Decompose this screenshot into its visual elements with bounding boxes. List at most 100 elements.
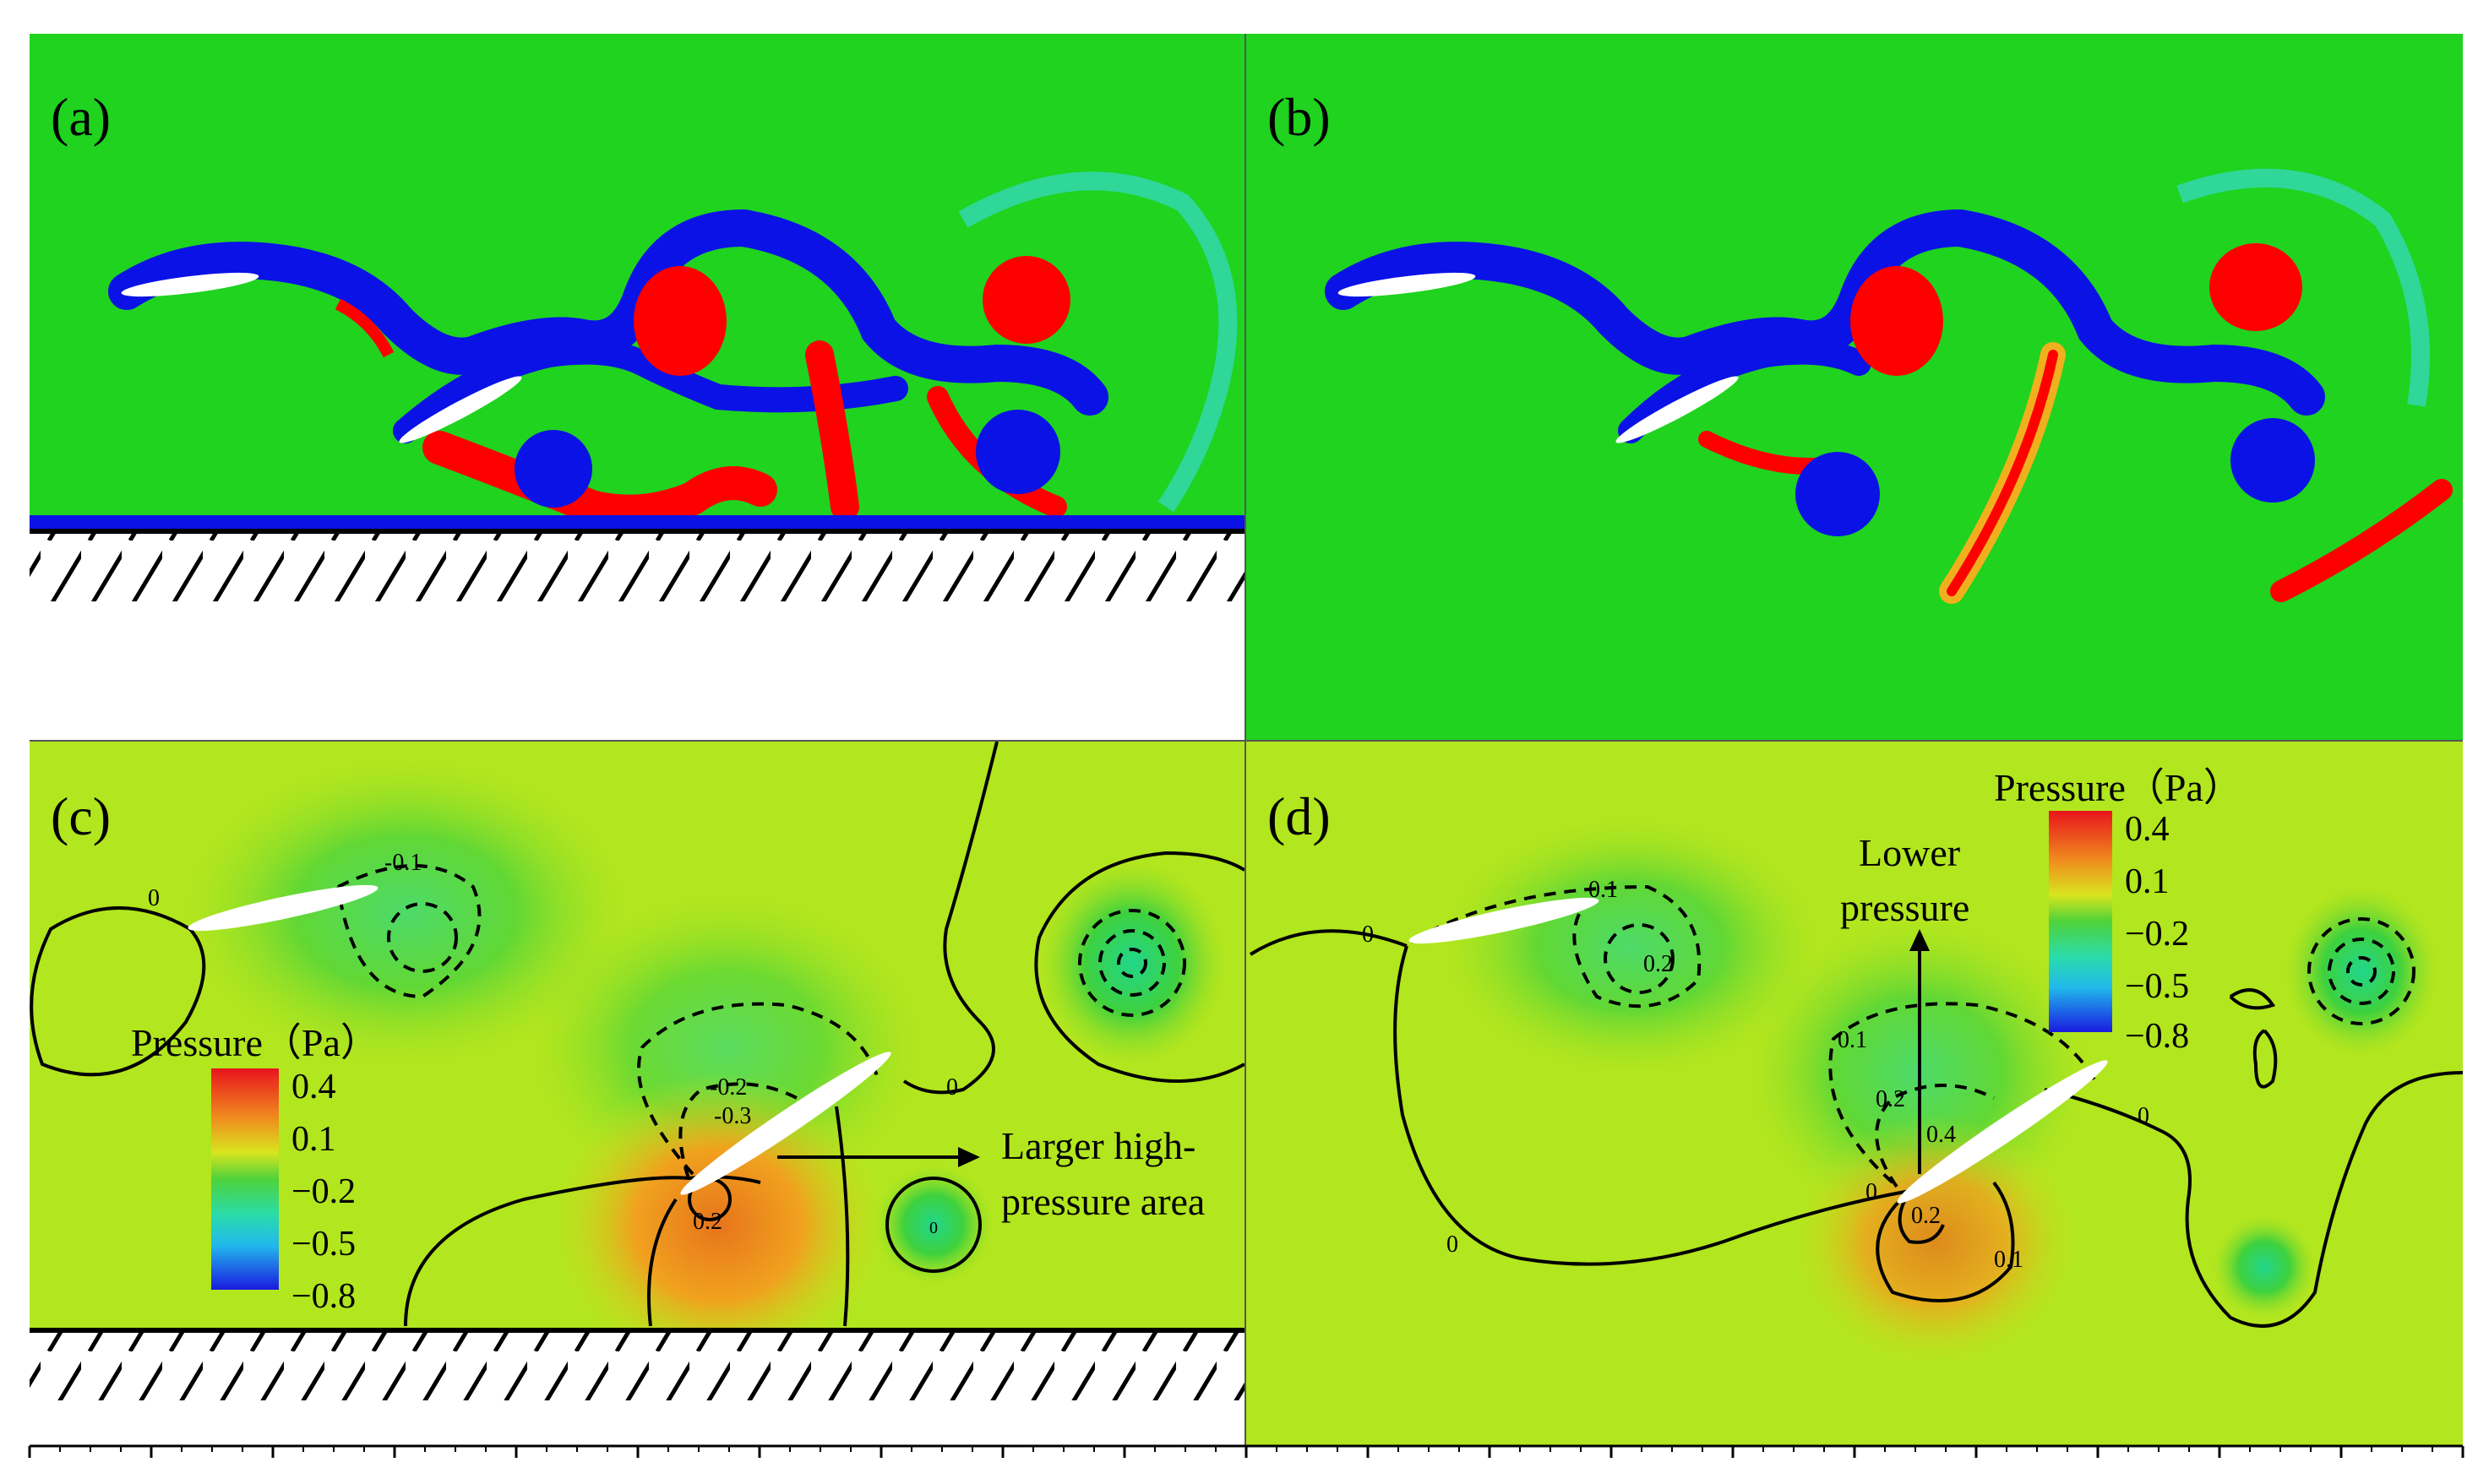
panel-c-colorbar-gradient <box>211 1068 279 1290</box>
panel-c-green-vortex-low <box>874 1166 993 1284</box>
panel-d: 0.1 0.2 0.1 0.2 0.4 0 0.2 0.1 0 0 0 Lowe… <box>1246 742 2464 1446</box>
panel-b-blue-vortex-1 <box>1795 452 1880 536</box>
panel-c-contour-dashed-right-2 <box>1098 929 1166 997</box>
panel-a-foil-upper <box>121 272 259 297</box>
panel-c-colorbar-tick-4: −0.5 <box>291 1225 356 1264</box>
panel-c-contour-label-6: 0.2 <box>693 1209 722 1235</box>
panel-d-green-vortex-right <box>2285 887 2437 1056</box>
panel-d-contour-label-6: 0 <box>1865 1179 1877 1205</box>
panel-d-annotation-line2: pressure <box>1840 886 1969 929</box>
panel-a-wall-boundary-layer <box>30 515 1244 529</box>
panel-b-upper-shear-layer <box>1325 209 2325 416</box>
panel-c-contour-dashed-right-3 <box>1117 948 1147 978</box>
panel-c-foil-upper <box>188 884 379 932</box>
panel-c-contour-label-4: -0.2 <box>710 1074 747 1101</box>
panel-d-contour-label-8: 0.1 <box>1994 1247 2023 1273</box>
panel-c-colorbar-tick-5: −0.8 <box>291 1277 356 1316</box>
panel-b-blue-vortex-2 <box>2230 418 2315 503</box>
bottom-ruler <box>28 1444 2464 1458</box>
panel-d-colorbar-tick-3: −0.2 <box>2125 915 2189 954</box>
panel-c-annotation-line2: pressure area <box>1001 1180 1205 1223</box>
panel-d-contour-zero-left <box>1249 929 1408 956</box>
panel-c-high-pressure-area <box>549 1073 887 1377</box>
panel-a-lower-shear-layer <box>393 339 908 443</box>
panel-b-red-edge <box>2270 479 2453 602</box>
panel-d-contour-label-10: 0 <box>2138 1103 2149 1129</box>
panel-d-colorbar-tick-2: 0.1 <box>2125 862 2170 901</box>
panel-c-colorbar-tick-1: 0.4 <box>291 1068 336 1106</box>
panel-d-contour-dashed-upper <box>1409 884 1702 1008</box>
panel-a-red-trailing <box>335 298 395 358</box>
panel-c-annotation-arrowhead <box>958 1147 980 1167</box>
panel-d-contour-label-1: 0.1 <box>1588 877 1618 903</box>
panel-b-foil-lower <box>1615 376 1739 443</box>
panel-a-foil-lower <box>399 376 522 443</box>
panel-c-contour-label-3: 0 <box>946 1074 958 1101</box>
panel-d-contour-hp-inner <box>1898 1199 1945 1244</box>
panel-c-foil-lower <box>680 1052 891 1195</box>
panel-d-contour-label-2: 0.2 <box>1643 951 1673 977</box>
panel-c-colorbar-tick-3: −0.2 <box>291 1172 356 1211</box>
panel-c-green-halo-upper <box>186 760 625 1064</box>
panel-c: 0 -0.1 0 -0.2 -0.3 0.2 0 Larger high- pr… <box>30 741 1246 1446</box>
panel-b-foil-upper <box>1337 272 1476 297</box>
panel-c-colorbar: Pressure（Pa） 0.4 0.1 −0.2 −0.5 −0.8 <box>131 1021 379 1316</box>
panel-d-contour-dashed-core <box>1604 923 1675 994</box>
panel-d-contour-label-3: 0.1 <box>1838 1027 1867 1053</box>
panel-d-colorbar-tick-4: −0.5 <box>2125 967 2189 1006</box>
panel-d-foil-upper <box>1408 897 1599 944</box>
panel-d-green-halo-upper <box>1445 819 1816 1073</box>
panel-c-label: (c) <box>51 786 111 846</box>
panel-d-contour-label-5: 0.4 <box>1926 1122 1956 1148</box>
panel-d-annotation-line1: Lower <box>1859 831 1960 874</box>
panel-d-high-pressure-area <box>1791 1115 2078 1368</box>
panel-d-colorbar-tick-5: −0.8 <box>2125 1017 2189 1056</box>
panel-c-annotation-line1: Larger high- <box>1001 1124 1195 1167</box>
panel-c-contour-label-7: 0 <box>929 1219 938 1237</box>
panel-a-wall-hatch <box>30 534 1244 601</box>
panel-d-green-vortex-low <box>2214 1216 2315 1318</box>
panel-d-colorbar-tick-1: 0.4 <box>2125 810 2170 849</box>
panel-d-contour-zero-main <box>1393 945 1910 1266</box>
panel-d-contour-small-blob <box>2229 988 2276 1010</box>
panel-d-contour-label-11: 0 <box>1362 921 1374 948</box>
panel-b-lower-shear-layer <box>1618 339 1871 443</box>
panel-d-contour-label-4: 0.2 <box>1876 1086 1905 1112</box>
panel-a-upper-shear-layer <box>108 209 1108 416</box>
panel-a: (a) <box>30 34 1244 740</box>
panel-b-red-vortex-1 <box>1850 266 1943 376</box>
panel-d-colorbar-title: Pressure（Pa） <box>1994 766 2242 809</box>
panel-c-contour-zero-right <box>902 741 999 1095</box>
panel-a-red-vortex-2 <box>983 256 1070 344</box>
panel-d-contour-dashed-foil-inner <box>1875 1084 1995 1188</box>
panel-d-contour-zero-right <box>2044 1071 2464 1328</box>
panel-c-contour-dashed-right-1 <box>1078 909 1186 1017</box>
panel-a-red-filament <box>805 340 859 521</box>
panel-c-wall-hatch <box>30 1333 1244 1400</box>
panel-b-shed-ring <box>2176 168 2430 407</box>
panel-c-contour-dashed-foil <box>637 1002 880 1176</box>
panel-c-colorbar-title: Pressure（Pa） <box>131 1021 379 1064</box>
panel-d-contour-dashed-right-3 <box>2346 956 2377 987</box>
panel-d-contour-dashed-foil-outer <box>1828 1002 2097 1184</box>
panel-c-contour-zero-left <box>30 906 206 1077</box>
panel-b-red-filament-core <box>1947 350 2058 596</box>
panel-c-contour-label-2: -0.1 <box>384 850 422 876</box>
panel-a-blue-vortex-2 <box>976 410 1060 494</box>
panel-a-shed-ring <box>958 171 1238 513</box>
panel-d-contour-label-9: 0 <box>1446 1231 1458 1258</box>
panel-c-contour-label-1: 0 <box>148 885 160 911</box>
panel-d-contour-label-7: 0.2 <box>1911 1203 1941 1229</box>
panel-c-contour-dashed-core <box>387 902 458 973</box>
panel-d-annotation-arrowhead <box>1909 929 1930 951</box>
panel-d-label: (d) <box>1267 786 1331 846</box>
panel-c-contour-low-ring <box>885 1177 982 1273</box>
panel-a-red-vortex-1 <box>634 266 727 376</box>
panel-d-colorbar-gradient <box>2049 811 2112 1032</box>
panel-a-red-near-wall <box>422 431 777 529</box>
panel-c-contour-hp-right <box>835 1106 850 1327</box>
panel-d-foil-lower <box>1897 1060 2108 1204</box>
panel-b-label: (b) <box>1267 87 1331 147</box>
panel-c-green-vortex-right <box>1039 862 1225 1064</box>
panel-b: (b) <box>1246 34 2463 740</box>
